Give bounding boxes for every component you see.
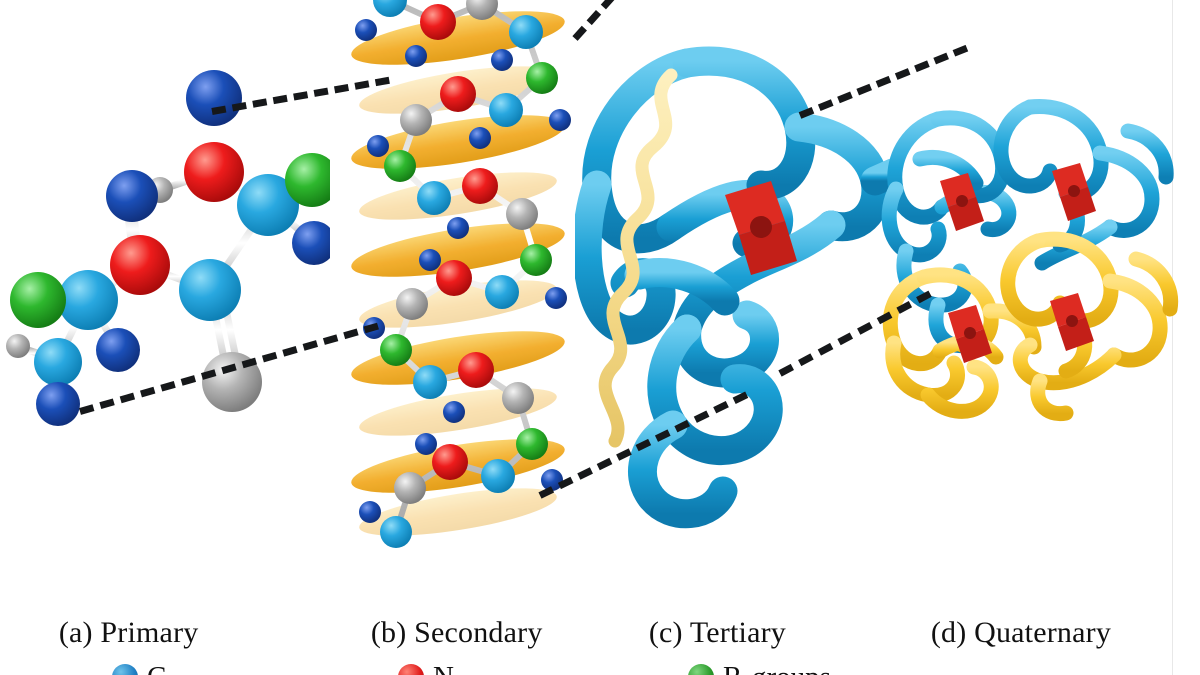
legend-label-carbon: C: [147, 662, 166, 675]
legend-item-nitrogen: N: [398, 662, 454, 675]
heme-group-gold-left: [948, 305, 992, 363]
caption-primary-line1: (a) Primary: [58, 616, 199, 649]
panel-quaternary-structure: [880, 95, 1180, 425]
caption-tertiary: (c) Tertiary structure: [618, 582, 786, 675]
caption-tertiary-line1: (c) Tertiary: [648, 616, 786, 649]
legend-item-carbon: C: [112, 662, 166, 675]
heme-group-gold-right: [1050, 293, 1094, 351]
heme-group-blue-left: [940, 173, 984, 231]
tertiary-structure-fold: [572, 46, 908, 529]
legend-dot-nitrogen: [398, 664, 424, 675]
caption-quaternary-line1: (d) Quaternary: [930, 616, 1112, 649]
panel-tertiary-structure: [572, 35, 908, 535]
heme-group-blue-right: [1052, 163, 1096, 221]
legend-label-nitrogen: N: [433, 662, 454, 675]
caption-primary: (a) Primary structure: [28, 582, 198, 675]
secondary-structure-helix: [351, 0, 571, 548]
caption-secondary: (b) Secondary structure: [340, 582, 543, 675]
legend-dot-r-groups: [688, 664, 714, 675]
caption-secondary-line1: (b) Secondary: [370, 616, 543, 649]
right-edge-rule: [1172, 0, 1173, 675]
panel-primary-structure: [0, 0, 339, 560]
legend-label-r-groups: R-groups: [723, 662, 831, 675]
quaternary-structure-assembly: [881, 99, 1179, 422]
legend-dot-carbon: [112, 664, 138, 675]
caption-quaternary: (d) Quaternary structure: [900, 582, 1111, 675]
legend-item-r-groups: R-groups: [688, 662, 831, 675]
panel-secondary-structure: [330, 0, 610, 570]
heme-group-tertiary: [725, 181, 797, 275]
primary-structure-model: [6, 70, 339, 426]
